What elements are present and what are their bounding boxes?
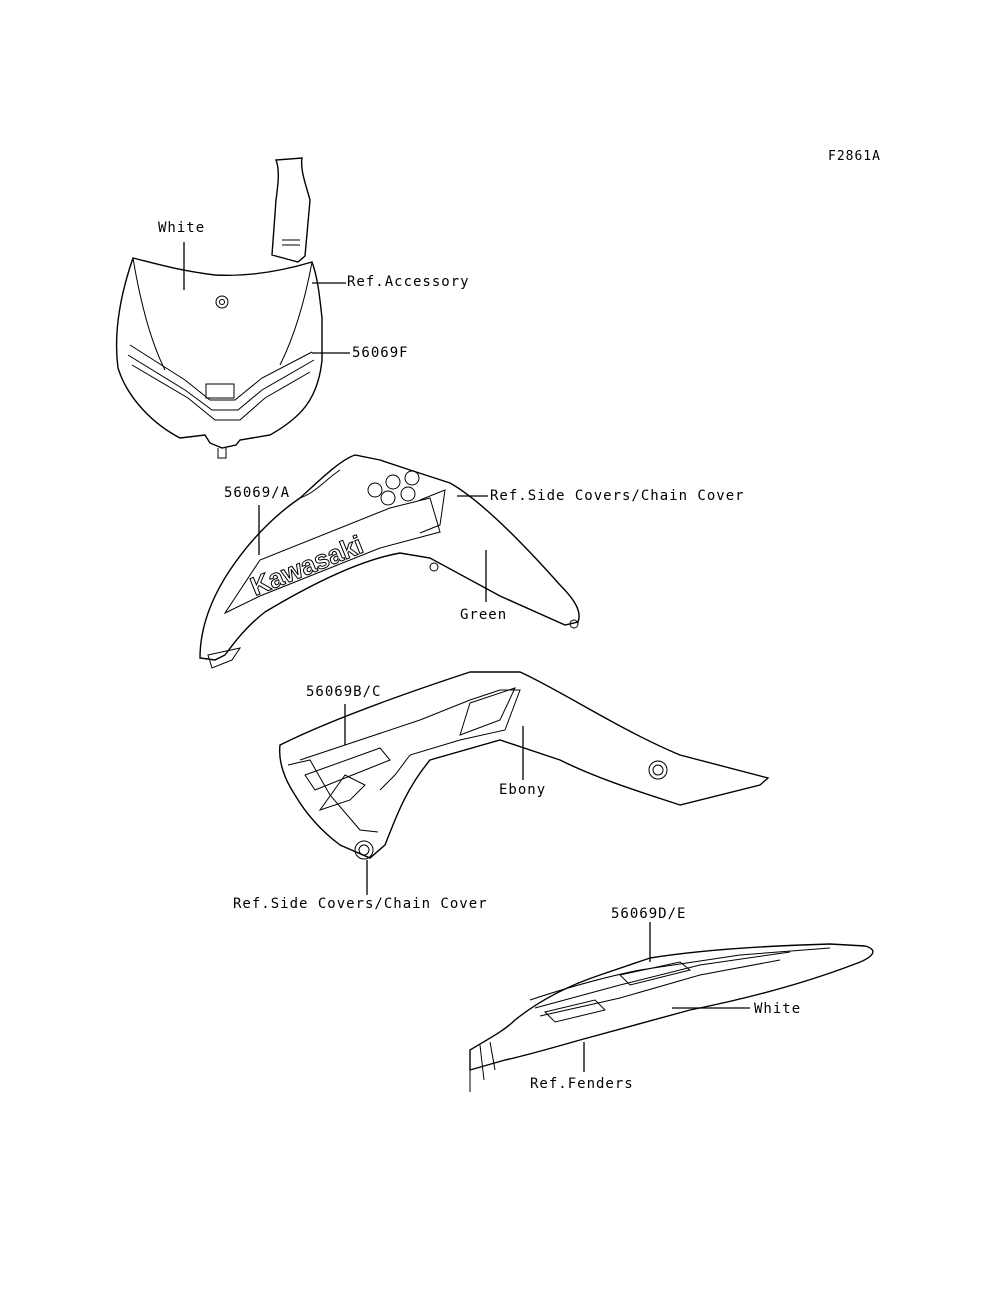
label-56069BC: 56069B/C: [306, 684, 382, 700]
label-ebony: Ebony: [499, 782, 547, 798]
label-ref-fenders: Ref.Fenders: [530, 1076, 634, 1092]
label-56069A: 56069/A: [224, 485, 291, 501]
label-ref-side-covers-2: Ref.Side Covers/Chain Cover: [233, 896, 488, 912]
rear-fender: [469, 922, 874, 1092]
radiator-shroud-ebony: [278, 671, 770, 895]
label-56069F: 56069F: [352, 345, 409, 361]
figure-code: F2861A: [828, 149, 881, 164]
label-ref-accessory: Ref.Accessory: [347, 274, 470, 290]
label-white-bottom: White: [754, 1001, 802, 1017]
label-ref-side-covers-1: Ref.Side Covers/Chain Cover: [490, 488, 745, 504]
label-green: Green: [460, 607, 508, 623]
front-number-plate: [115, 157, 350, 459]
label-white-top: White: [158, 220, 206, 236]
label-56069DE: 56069D/E: [611, 906, 687, 922]
